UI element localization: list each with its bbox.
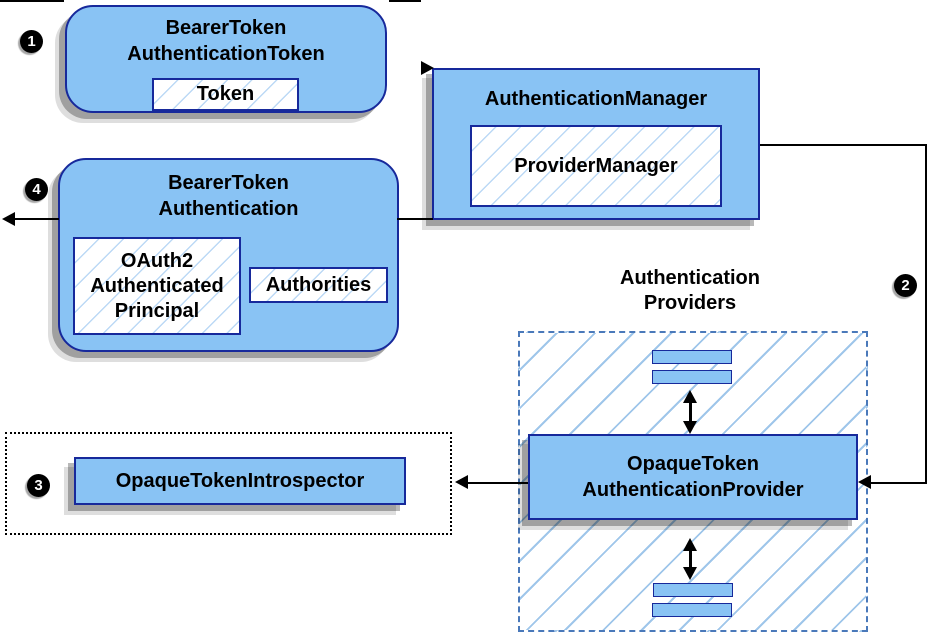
bearer-token-authentication-token-box: BearerToken AuthenticationToken Token (65, 5, 387, 113)
bearer-token-authentication-box: BearerToken Authentication OAuth2 Authen… (58, 158, 399, 352)
provider-placeholder-bar (652, 350, 732, 364)
authorities-chip: Authorities (249, 267, 388, 303)
authentication-manager-box: AuthenticationManager ProviderManager (432, 68, 760, 220)
provider-placeholder-bar (652, 370, 732, 384)
opaque-token-authentication-provider-title: OpaqueToken AuthenticationProvider (582, 453, 804, 501)
token-chip: Token (152, 78, 299, 111)
introspector-dashed-group: OpaqueTokenIntrospector (5, 432, 452, 535)
authentication-providers-region: OpaqueToken AuthenticationProvider (518, 331, 868, 632)
bidirectional-arrow-icon (683, 538, 697, 580)
manager-to-provider-line-top (760, 144, 927, 146)
provider-placeholder-bar (653, 583, 733, 597)
opaque-token-introspector-box: OpaqueTokenIntrospector (74, 457, 406, 505)
manager-to-provider-line-vertical (925, 144, 927, 484)
step-4-badge: 4 (25, 178, 48, 201)
provider-placeholder-bar (652, 603, 732, 617)
opaque-token-authentication-provider-box: OpaqueToken AuthenticationProvider (528, 434, 858, 520)
provider-manager-chip: ProviderManager (470, 125, 722, 207)
manager-to-authentication-line (397, 218, 433, 220)
step-1-badge: 1 (20, 30, 43, 53)
token-to-manager-line (389, 0, 421, 2)
authentication-manager-title: AuthenticationManager (484, 88, 708, 110)
authentication-out-line (15, 218, 59, 220)
arrow-left-icon (455, 475, 468, 489)
bearer-token-authentication-token-title: BearerToken AuthenticationToken (127, 17, 325, 65)
arrow-right-icon (421, 61, 434, 75)
arrow-left-icon (2, 212, 15, 226)
bearer-token-authentication-title: BearerToken Authentication (158, 172, 299, 220)
manager-to-provider-line-bottom (871, 482, 927, 484)
step-3-badge: 3 (27, 474, 50, 497)
oauth2-authenticated-principal-chip: OAuth2 Authenticated Principal (73, 237, 241, 335)
authentication-providers-heading: Authentication Providers (620, 267, 760, 314)
incoming-request-line (0, 0, 64, 2)
opaque-token-introspector-title: OpaqueTokenIntrospector (115, 470, 365, 492)
step-2-badge: 2 (894, 274, 917, 297)
provider-to-introspector-line (468, 482, 528, 484)
bidirectional-arrow-icon (683, 390, 697, 434)
arrow-left-icon (858, 475, 871, 489)
